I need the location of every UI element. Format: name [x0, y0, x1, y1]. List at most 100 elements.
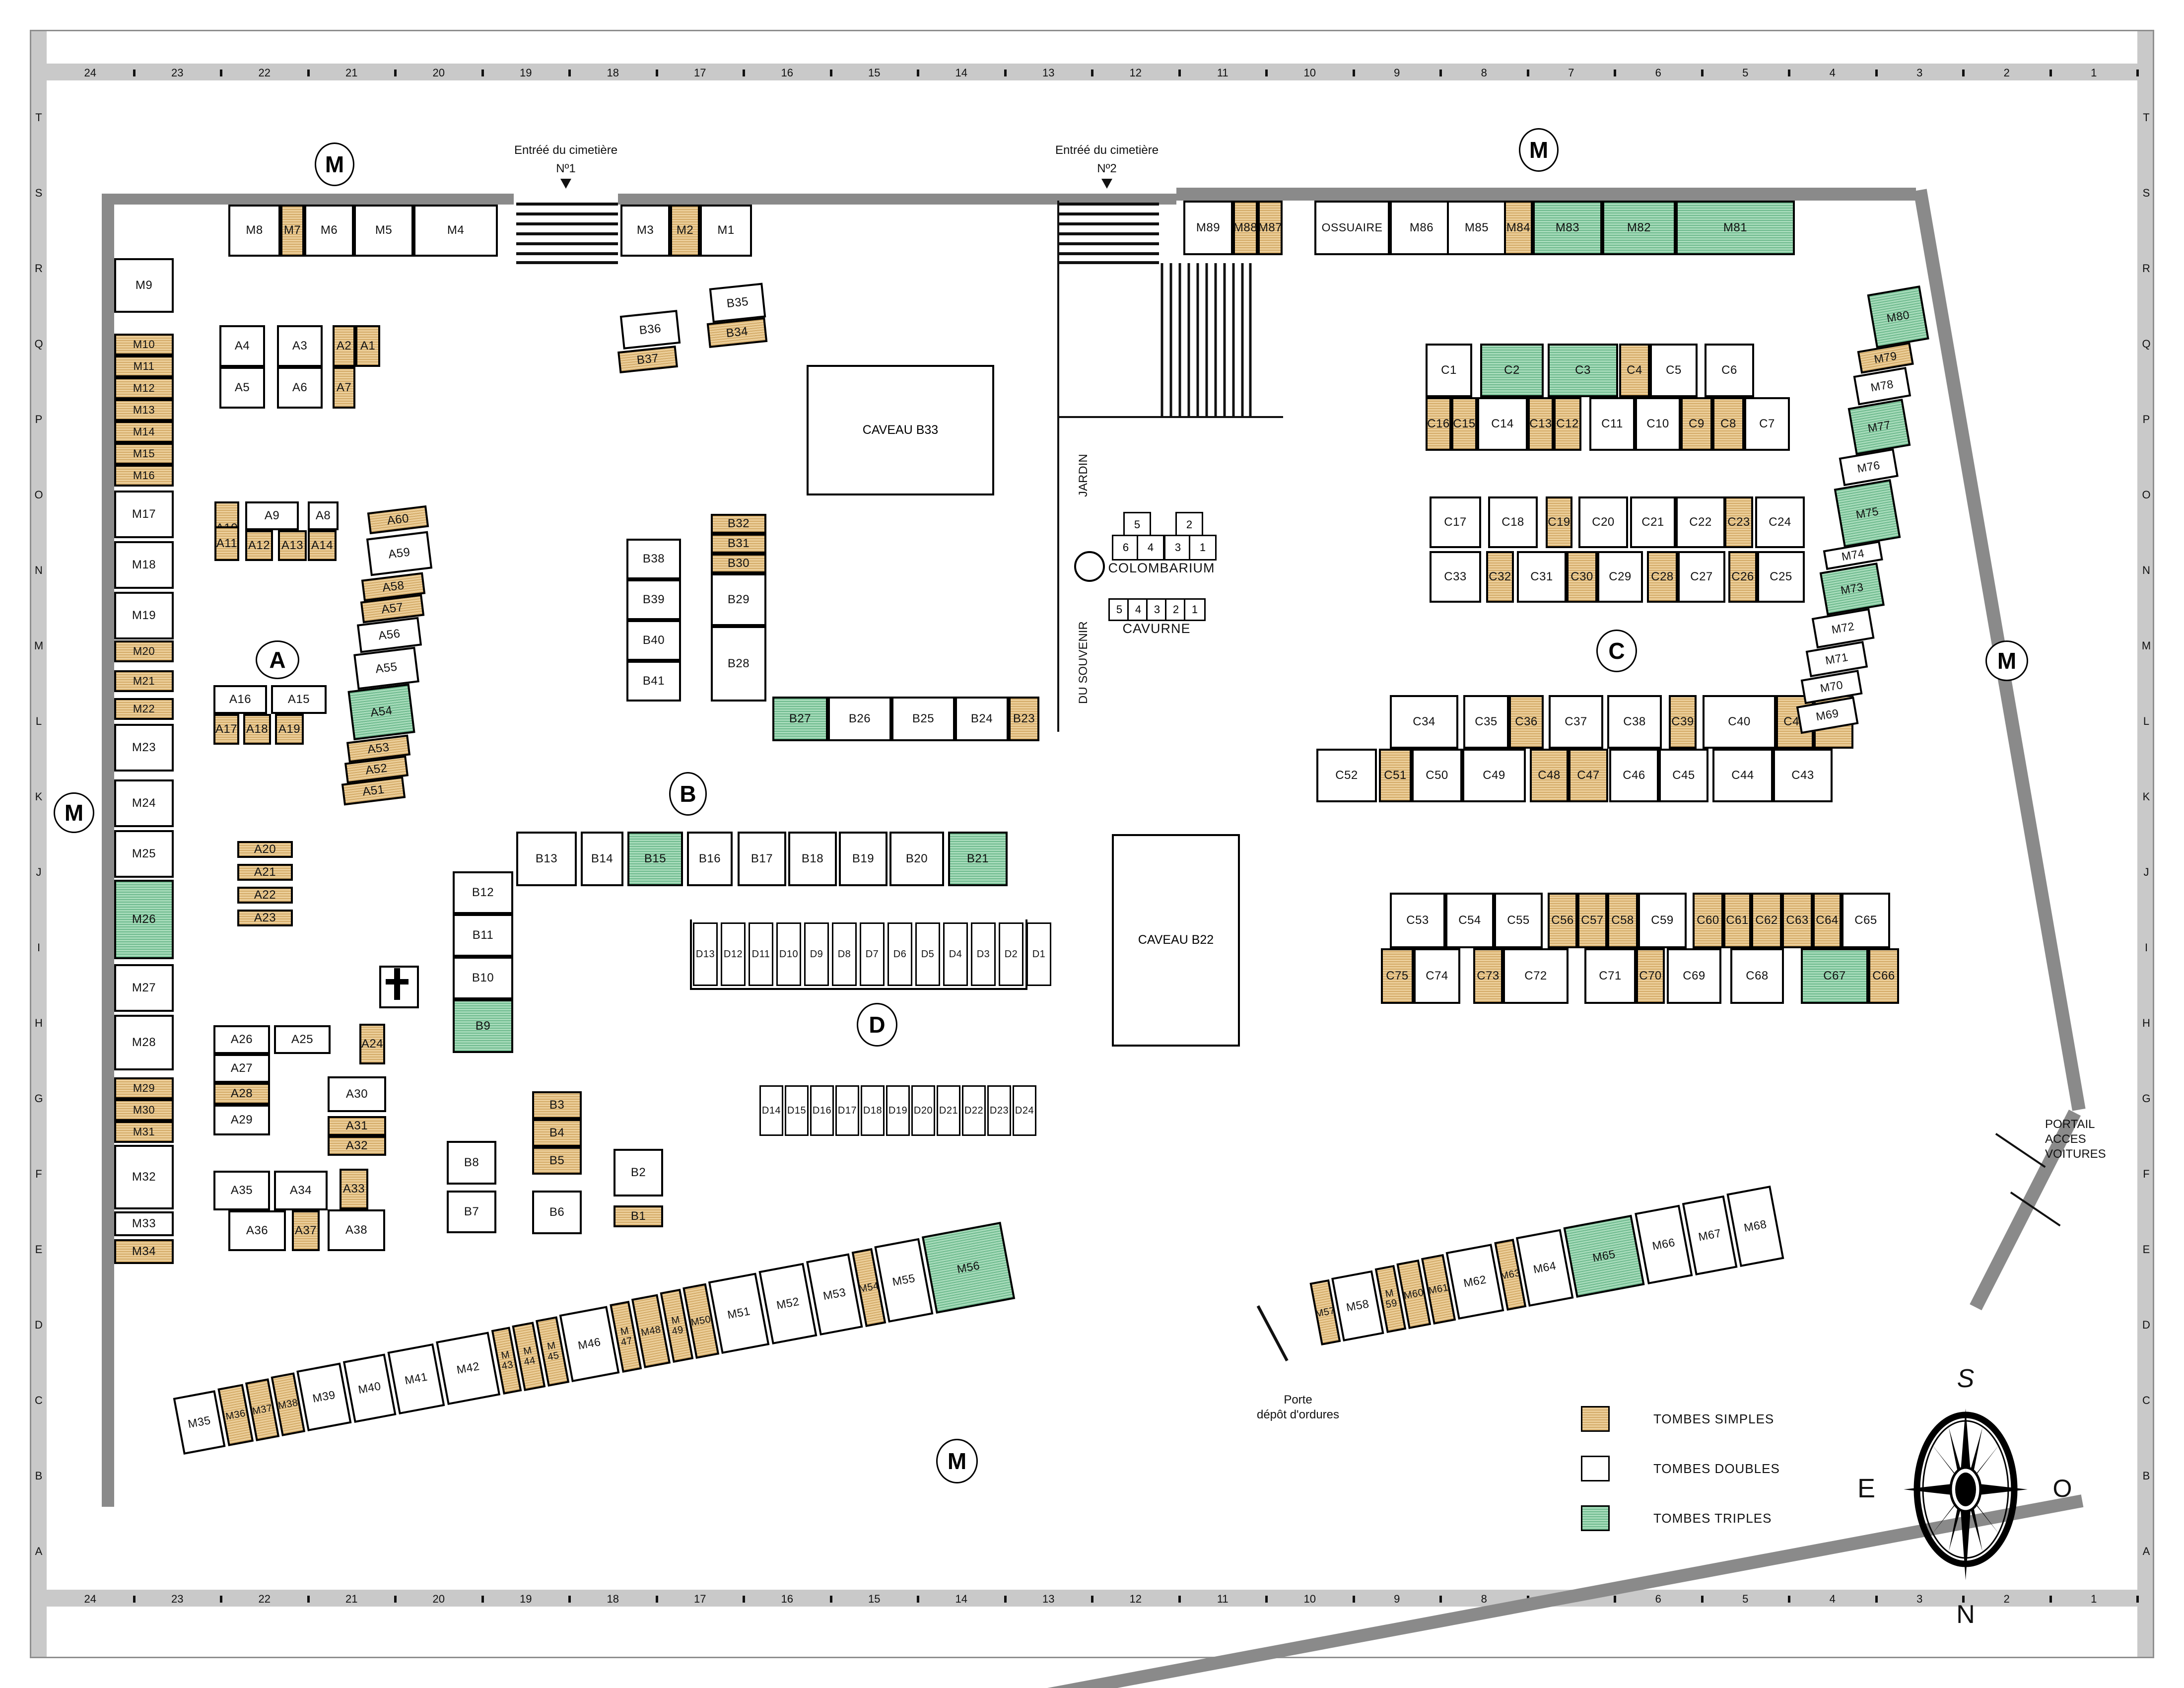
- plot-d23[interactable]: D23: [987, 1085, 1011, 1136]
- plot-a21[interactable]: A21: [237, 864, 293, 881]
- plot-c1[interactable]: C1: [1426, 344, 1472, 397]
- plot-c29[interactable]: C29: [1597, 551, 1643, 603]
- plot-m3[interactable]: M3: [620, 205, 670, 257]
- plot-m15[interactable]: M15: [114, 443, 174, 465]
- plot-d15[interactable]: D15: [785, 1085, 809, 1136]
- plot-c56[interactable]: C56: [1548, 893, 1577, 948]
- plot-c37[interactable]: C37: [1549, 695, 1603, 749]
- plot-d24[interactable]: D24: [1013, 1085, 1036, 1136]
- plot-a35[interactable]: A35: [213, 1171, 270, 1210]
- cavurne-cell-1[interactable]: 1: [1184, 598, 1206, 621]
- plot-d12[interactable]: D12: [721, 922, 746, 986]
- plot-c2[interactable]: C2: [1480, 344, 1544, 397]
- plot-b38[interactable]: B38: [626, 539, 681, 579]
- plot-b31[interactable]: B31: [711, 534, 766, 554]
- gate-entrance-2[interactable]: [1057, 203, 1159, 265]
- plot-m5[interactable]: M5: [354, 205, 413, 257]
- plot-ossuaire[interactable]: OSSUAIRE: [1314, 201, 1390, 255]
- colombarium-cell-1[interactable]: 1: [1189, 535, 1217, 561]
- plot-b15[interactable]: B15: [627, 832, 683, 886]
- plot-c24[interactable]: C24: [1755, 496, 1805, 548]
- plot-a29[interactable]: A29: [213, 1105, 270, 1135]
- plot-c67[interactable]: C67: [1801, 948, 1868, 1004]
- plot-b35[interactable]: B35: [709, 282, 766, 323]
- plot-m13[interactable]: M13: [114, 399, 174, 421]
- plot-c49[interactable]: C49: [1462, 749, 1526, 802]
- colombarium-cell-4[interactable]: 4: [1137, 535, 1164, 561]
- plot-a7[interactable]: A7: [333, 367, 355, 409]
- plot-m75[interactable]: M75: [1834, 479, 1901, 548]
- colombarium-cell-6[interactable]: 6: [1112, 535, 1140, 561]
- plot-a14[interactable]: A14: [308, 530, 337, 561]
- plot-c16[interactable]: C16: [1426, 397, 1451, 451]
- plot-d2[interactable]: D2: [999, 922, 1024, 986]
- plot-m34[interactable]: M34: [114, 1239, 174, 1264]
- plot-d17[interactable]: D17: [835, 1085, 859, 1136]
- plot-b18[interactable]: B18: [788, 832, 837, 886]
- plot-c73[interactable]: C73: [1473, 948, 1503, 1004]
- plot-a23[interactable]: A23: [237, 910, 293, 926]
- plot-a8[interactable]: A8: [308, 501, 339, 530]
- plot-m4[interactable]: M4: [413, 205, 498, 257]
- plot-b40[interactable]: B40: [626, 620, 681, 661]
- plot-c48[interactable]: C48: [1530, 749, 1569, 802]
- plot-c21[interactable]: C21: [1630, 496, 1676, 548]
- colombarium-cell-5[interactable]: 5: [1123, 512, 1151, 538]
- plot-c10[interactable]: C10: [1635, 397, 1681, 451]
- plot-a12[interactable]: A12: [245, 530, 273, 561]
- plot-m86[interactable]: M86: [1390, 201, 1453, 255]
- plot-b29[interactable]: B29: [711, 573, 766, 626]
- plot-a36[interactable]: A36: [228, 1210, 286, 1251]
- plot-a16[interactable]: A16: [213, 685, 267, 714]
- plot-c35[interactable]: C35: [1463, 695, 1509, 749]
- plot-b30[interactable]: B30: [711, 554, 766, 573]
- plot-c58[interactable]: C58: [1607, 893, 1638, 948]
- plot-m26[interactable]: M26: [114, 880, 174, 959]
- plot-c55[interactable]: C55: [1494, 893, 1543, 948]
- plot-b14[interactable]: B14: [581, 832, 623, 886]
- plot-m27[interactable]: M27: [114, 964, 174, 1012]
- plot-a33[interactable]: A33: [340, 1169, 368, 1209]
- plot-m42[interactable]: M42: [436, 1332, 501, 1406]
- plot-a25[interactable]: A25: [274, 1025, 331, 1054]
- plot-m16[interactable]: M16: [114, 465, 174, 487]
- plot-b1[interactable]: B1: [614, 1205, 663, 1227]
- plot-a15[interactable]: A15: [271, 685, 327, 714]
- plot-c51[interactable]: C51: [1379, 749, 1412, 802]
- colombarium-cell-3[interactable]: 3: [1164, 535, 1192, 561]
- plot-a19[interactable]: A19: [275, 714, 304, 745]
- plot-c40[interactable]: C40: [1703, 695, 1776, 749]
- plot-c52[interactable]: C52: [1316, 749, 1377, 802]
- plot-m19[interactable]: M19: [114, 592, 174, 639]
- plot-b19[interactable]: B19: [839, 832, 887, 886]
- plot-c46[interactable]: C46: [1609, 749, 1659, 802]
- plot-d20[interactable]: D20: [911, 1085, 935, 1136]
- plot-a32[interactable]: A32: [328, 1136, 386, 1156]
- plot-m30[interactable]: M30: [114, 1099, 174, 1121]
- plot-c72[interactable]: C72: [1503, 948, 1569, 1004]
- plot-c20[interactable]: C20: [1578, 496, 1628, 548]
- plot-b9[interactable]: B9: [453, 999, 513, 1053]
- plot-b26[interactable]: B26: [828, 697, 891, 741]
- plot-m80[interactable]: M80: [1867, 285, 1929, 349]
- plot-c27[interactable]: C27: [1678, 551, 1725, 603]
- plot-a27[interactable]: A27: [213, 1054, 270, 1083]
- plot-d13[interactable]: D13: [693, 922, 718, 986]
- plot-c13[interactable]: C13: [1528, 397, 1554, 451]
- plot-m56[interactable]: M56: [921, 1222, 1016, 1314]
- plot-c54[interactable]: C54: [1445, 893, 1494, 948]
- plot-c43[interactable]: C43: [1773, 749, 1833, 802]
- plot-m23[interactable]: M23: [114, 724, 174, 772]
- plot-c66[interactable]: C66: [1868, 948, 1899, 1004]
- cavurne-cell-3[interactable]: 3: [1146, 598, 1168, 621]
- plot-b6[interactable]: B6: [532, 1191, 582, 1234]
- plot-m12[interactable]: M12: [114, 377, 174, 399]
- plot-m82[interactable]: M82: [1602, 201, 1676, 255]
- plot-c63[interactable]: C63: [1782, 893, 1813, 948]
- plot-a20[interactable]: A20: [237, 841, 293, 858]
- plot-b3[interactable]: B3: [532, 1091, 582, 1119]
- plot-d16[interactable]: D16: [810, 1085, 834, 1136]
- plot-m24[interactable]: M24: [114, 779, 174, 827]
- plot-m1[interactable]: M1: [700, 205, 752, 257]
- plot-m33[interactable]: M33: [114, 1211, 174, 1236]
